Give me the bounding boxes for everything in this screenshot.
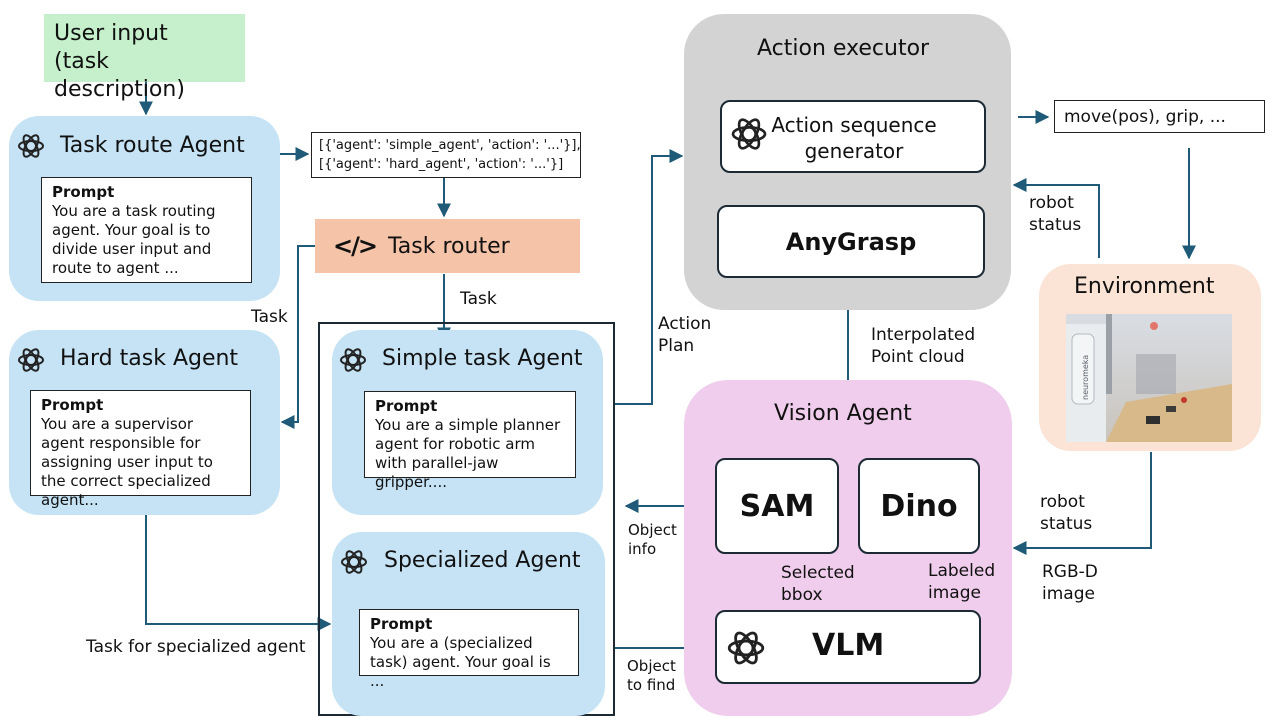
- action-sequence-generator-label: Action sequence generator: [771, 113, 937, 163]
- sam-label: SAM: [739, 488, 815, 524]
- prompt-label: Prompt: [52, 183, 115, 201]
- simple-task-prompt: Prompt You are a simple planner agent fo…: [364, 391, 576, 491]
- openai-icon: [340, 348, 366, 372]
- label-selected-bbox: Selected bbox: [781, 563, 855, 605]
- label-robot-status-bottom: robot status: [1040, 492, 1093, 534]
- route-output-line-1: [{'agent': 'simple_agent', 'action': '..…: [319, 138, 581, 153]
- anygrasp-box: AnyGrasp: [717, 205, 985, 278]
- label-rgbd-image: RGB-D image: [1042, 562, 1098, 604]
- dino-box: Dino: [858, 458, 980, 554]
- label-interpolated-point-cloud: Interpolated Point cloud: [871, 325, 976, 367]
- anygrasp-label: AnyGrasp: [785, 227, 917, 256]
- prompt-text: You are a supervisor agent responsible f…: [41, 415, 213, 509]
- vlm-box: [715, 610, 981, 684]
- simple-task-agent-title: Simple task Agent: [382, 346, 583, 371]
- arrow-router-to-hard: [280, 245, 316, 429]
- robot-commands-box: move(pos), grip, ...: [1054, 100, 1265, 133]
- arrow-hard-to-specialized: [145, 515, 332, 631]
- hard-task-agent-title: Hard task Agent: [60, 346, 239, 371]
- action-executor-title: Action executor: [757, 36, 930, 61]
- prompt-text: You are a simple planner agent for robot…: [375, 416, 561, 491]
- label-object-to-find: Object to find: [627, 657, 676, 694]
- specialized-prompt: Prompt You are a (specialized task) agen…: [359, 609, 579, 690]
- arrow-agents-to-executor: [614, 149, 684, 405]
- sam-box: SAM: [715, 458, 839, 554]
- environment-title: Environment: [1074, 274, 1215, 299]
- openai-icon: [18, 134, 44, 158]
- user-input-box: User input (task description): [44, 14, 245, 102]
- hard-task-prompt: Prompt You are a supervisor agent respon…: [30, 390, 251, 509]
- prompt-text: You are a (specialized task) agent. Your…: [370, 634, 551, 690]
- prompt-text: You are a task routing agent. Your goal …: [52, 202, 216, 277]
- task-router-title: Task router: [388, 234, 510, 259]
- label-robot-status-top: robot status: [1029, 193, 1082, 235]
- task-route-prompt: Prompt You are a task routing agent. You…: [41, 177, 252, 283]
- dino-label: Dino: [880, 488, 958, 524]
- arrow-env-to-vision: [1012, 452, 1152, 555]
- label-labeled-image: Labeled image: [928, 561, 996, 603]
- code-icon: </>: [333, 232, 378, 260]
- svg-text:neuromeka: neuromeka: [1081, 355, 1090, 400]
- label-object-info: Object info: [628, 521, 677, 558]
- label-action-plan: Action Plan: [658, 314, 712, 356]
- label-task-router-hard: Task: [251, 307, 288, 327]
- arrow-env-to-executor: [1012, 178, 1100, 258]
- prompt-label: Prompt: [370, 615, 433, 633]
- task-router: [315, 219, 580, 273]
- label-task-for-specialized: Task for specialized agent: [86, 637, 306, 657]
- route-output-box: [{'agent': 'simple_agent', 'action': '..…: [311, 132, 581, 178]
- vision-agent-title: Vision Agent: [774, 401, 912, 426]
- prompt-label: Prompt: [375, 397, 438, 415]
- vlm-label: VLM: [812, 628, 885, 663]
- openai-icon: [731, 118, 767, 150]
- task-route-agent-title: Task route Agent: [60, 133, 245, 158]
- prompt-label: Prompt: [41, 396, 104, 414]
- openai-icon: [341, 550, 367, 574]
- specialized-agent-title: Specialized Agent: [384, 548, 581, 573]
- route-output-line-2: [{'agent': 'hard_agent', 'action': '...'…: [319, 157, 564, 172]
- label-task-router-simple: Task: [460, 289, 497, 309]
- openai-icon: [18, 348, 44, 372]
- robot-photo: neuromeka: [1066, 314, 1232, 442]
- openai-icon: [727, 631, 765, 665]
